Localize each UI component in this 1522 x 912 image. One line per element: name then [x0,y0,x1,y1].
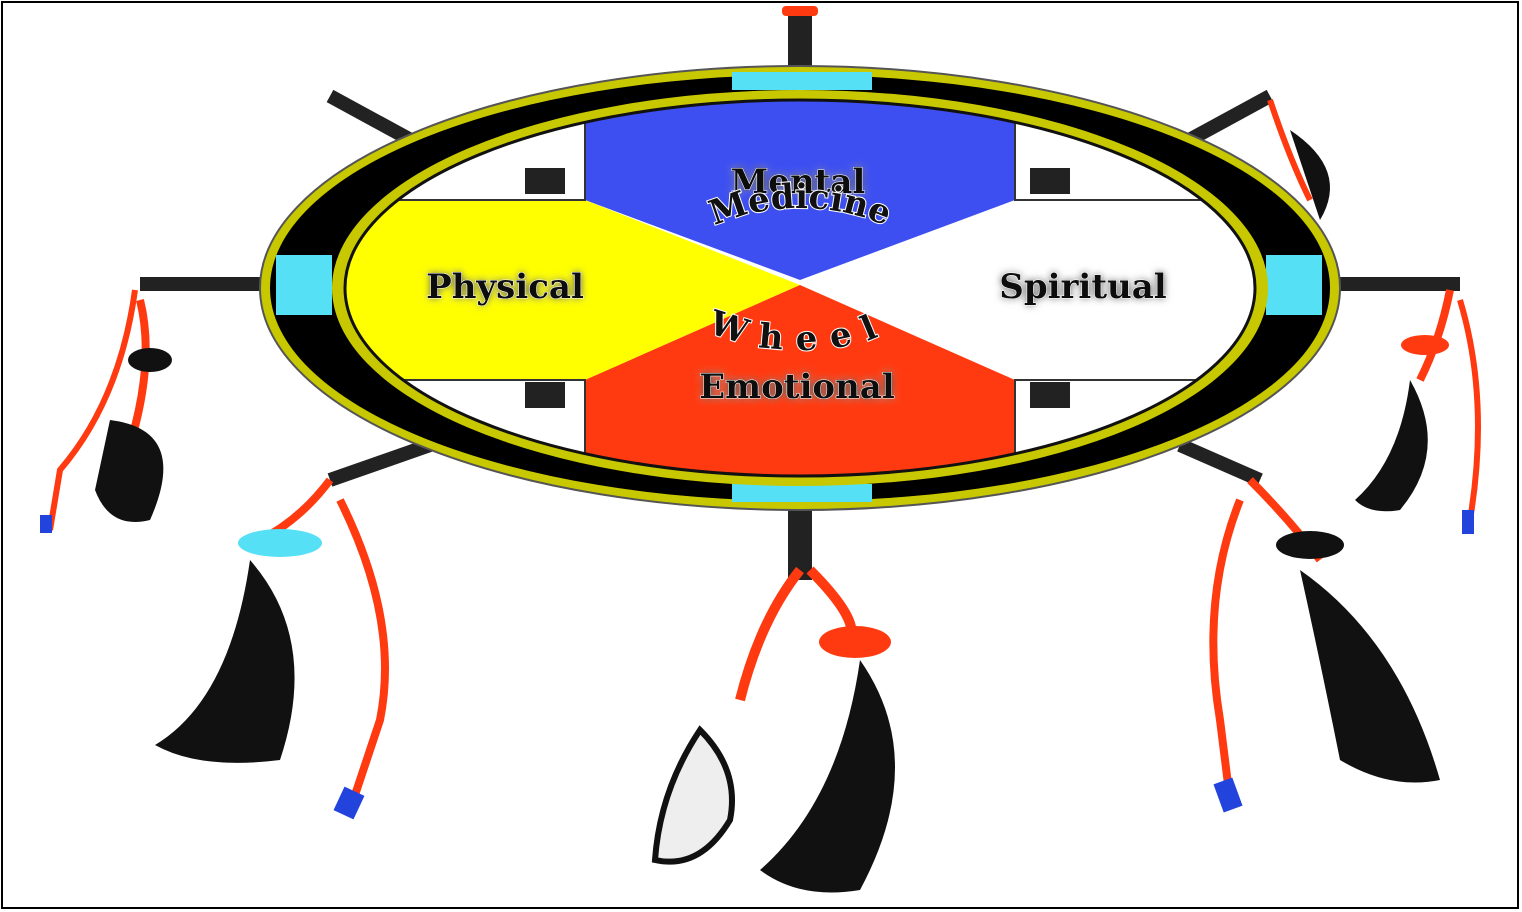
label-emotional: Emotional [699,367,895,407]
label-spiritual: Spiritual [999,267,1167,307]
label-physical: Physical [426,267,584,307]
